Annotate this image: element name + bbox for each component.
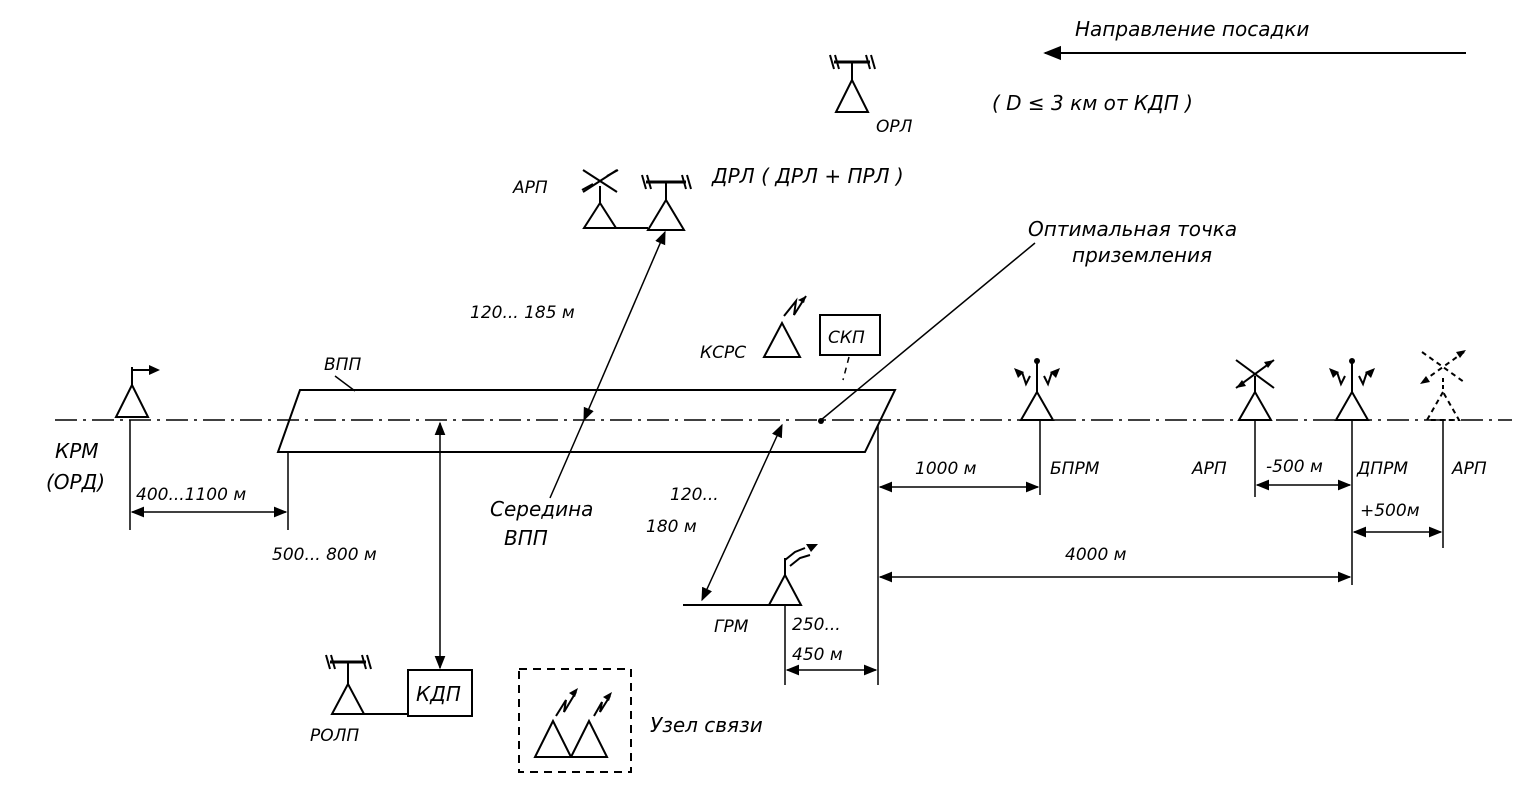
kdp-box — [407, 669, 473, 717]
grm-distance-label-2: 180 м — [646, 517, 697, 537]
arp-top-antenna-icon — [581, 169, 619, 229]
kdp-distance-label: 500... 800 м — [272, 545, 377, 565]
grm-shift-label-2: 450 м — [792, 645, 843, 665]
skp-label: СКП — [828, 328, 865, 348]
comm-node-label: Узел связи — [650, 713, 763, 737]
rolp-antenna-icon — [325, 654, 372, 715]
skp-leader — [842, 356, 850, 381]
drl-distance-arrow — [583, 230, 666, 422]
drl-antenna-icon — [641, 174, 692, 231]
arp-top-label: АРП — [512, 178, 548, 198]
kdp-label: КДП — [416, 682, 461, 706]
krm-label-1: КРМ — [55, 439, 99, 463]
arp-right-label: АРП — [1451, 459, 1487, 479]
bprm-label: БПРМ — [1050, 459, 1100, 479]
krm-antenna-icon — [114, 365, 160, 418]
vpp-mid-leader — [549, 419, 585, 499]
arp-right-antenna-icon — [1420, 350, 1466, 421]
ksrs-label: КСРС — [700, 343, 746, 363]
dprm-antenna-icon — [1329, 358, 1375, 421]
runway-vpp — [276, 389, 897, 453]
dprm-label: ДПРМ — [1356, 459, 1408, 479]
skp-box — [819, 314, 881, 356]
landing-direction-label: Направление посадки — [1075, 17, 1309, 41]
ksrs-antenna-icon — [762, 295, 807, 358]
krm-label-2: (ОРД) — [46, 470, 105, 494]
landing-direction: Направление посадки — [1043, 17, 1466, 61]
vpp-mid-label-1: Середина — [490, 497, 593, 521]
rolp-label: РОЛП — [310, 726, 359, 746]
arp-left-label: АРП — [1191, 459, 1227, 479]
optimal-point-label-2: приземления — [1072, 243, 1212, 267]
grm-antenna-icon — [767, 544, 818, 606]
comm-node-antenna-icon — [533, 688, 612, 758]
dprm-distance-label: 4000 м — [1065, 545, 1127, 565]
drl-distance-label: 120... 185 м — [470, 303, 575, 323]
plus-500-label: +500м — [1360, 501, 1420, 521]
arp-left-antenna-icon — [1235, 359, 1275, 421]
orl-antenna-icon — [829, 54, 876, 113]
vpp-mid-label-2: ВПП — [504, 526, 548, 550]
comm-node-box — [518, 668, 632, 773]
minus-500-label: -500 м — [1266, 457, 1323, 477]
krm-distance-label: 400...1100 м — [136, 485, 246, 505]
range-note: ( D ≤ 3 км от КДП ) — [992, 91, 1193, 115]
drl-label: ДРЛ ( ДРЛ + ПРЛ ) — [711, 164, 904, 188]
bprm-distance-label: 1000 м — [915, 459, 977, 479]
grm-label: ГРМ — [714, 617, 749, 637]
grm-shift-label-1: 250... — [792, 615, 841, 635]
optimal-point-label-1: Оптимальная точка — [1028, 217, 1237, 241]
vpp-label: ВПП — [324, 355, 361, 375]
optimal-point-dot — [818, 418, 824, 424]
grm-distance-label-1: 120... — [670, 485, 719, 505]
vpp-label-leader — [334, 375, 356, 392]
bprm-antenna-icon — [1014, 358, 1060, 421]
grm-distance-arrow — [701, 423, 783, 602]
orl-label: ОРЛ — [876, 117, 913, 137]
